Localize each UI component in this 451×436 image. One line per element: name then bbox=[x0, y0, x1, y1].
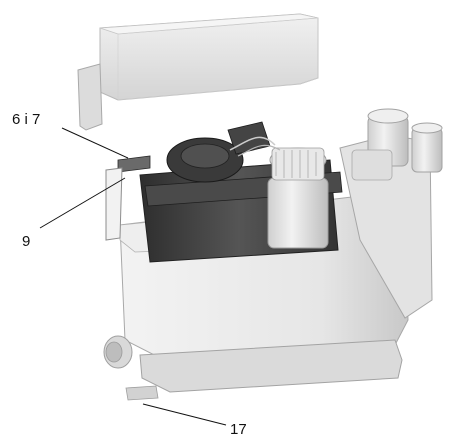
leader-line-9 bbox=[39, 177, 126, 229]
callout-label-9: 9 bbox=[22, 233, 30, 250]
leader-lines bbox=[39, 127, 227, 426]
leader-line-17 bbox=[142, 403, 227, 426]
callout-label-6i7: 6 i 7 bbox=[12, 111, 40, 128]
wiring bbox=[229, 136, 281, 157]
cover-lid bbox=[77, 13, 319, 131]
cable-clamp bbox=[105, 155, 151, 241]
pressure-cylinder bbox=[267, 147, 329, 249]
outlet-pipes bbox=[351, 108, 443, 181]
callout-label-17: 17 bbox=[230, 421, 247, 436]
leader-line-6i7 bbox=[61, 127, 129, 159]
